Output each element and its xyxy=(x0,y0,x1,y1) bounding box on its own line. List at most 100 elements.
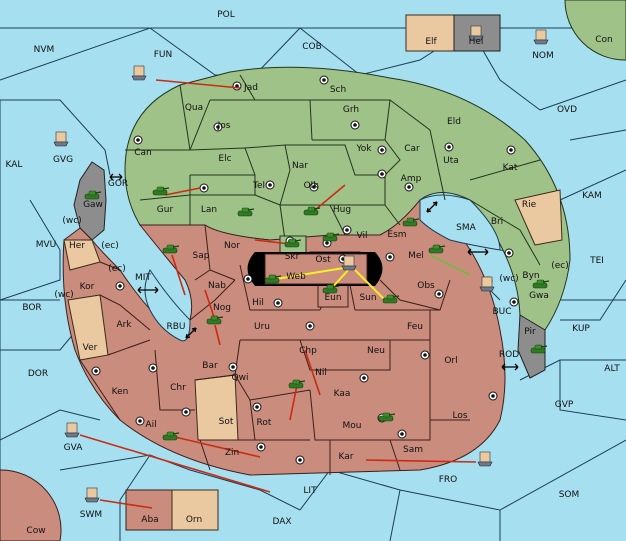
label-qua: Qua xyxy=(185,103,203,113)
label-ail: Ail xyxy=(145,420,156,430)
label-gvp: GVP xyxy=(555,400,574,410)
label-som: SOM xyxy=(559,490,580,500)
label-orn: Orn xyxy=(186,515,202,525)
label-rot: Rot xyxy=(257,418,272,428)
label-ark: Ark xyxy=(116,320,132,330)
fleet-icon[interactable] xyxy=(84,487,100,503)
army-units xyxy=(84,186,550,441)
army-icon[interactable] xyxy=(303,206,321,216)
label-bar: Bar xyxy=(202,361,218,371)
supply-center xyxy=(91,366,101,376)
label-lan: Lan xyxy=(201,205,217,215)
army-icon[interactable] xyxy=(84,190,102,200)
supply-center xyxy=(434,289,444,299)
label-obs: Obs xyxy=(417,281,435,291)
label-nom: NOM xyxy=(532,51,554,61)
army-icon[interactable] xyxy=(206,315,224,325)
supply-center xyxy=(273,298,283,308)
supply-center xyxy=(509,297,519,307)
fleet-icon[interactable] xyxy=(479,276,495,292)
territory-rie[interactable] xyxy=(514,189,563,246)
army-icon[interactable] xyxy=(162,244,180,254)
label-kor: Kor xyxy=(80,282,95,292)
supply-centers xyxy=(91,30,546,465)
label-ec1: (ec) xyxy=(101,241,119,251)
label-wc1: (wc) xyxy=(62,216,81,226)
label-wc2: (wc) xyxy=(54,290,73,300)
label-ovd: OVD xyxy=(557,105,577,115)
army-icon[interactable] xyxy=(402,217,420,227)
supply-center xyxy=(148,363,158,373)
supply-center xyxy=(232,81,242,91)
territory-pir[interactable] xyxy=(517,314,546,379)
fleet-icon[interactable] xyxy=(341,255,357,271)
army-icon[interactable] xyxy=(284,238,302,248)
label-uta: Uta xyxy=(443,156,459,166)
army-icon[interactable] xyxy=(288,379,306,389)
label-nab: Nab xyxy=(208,281,226,291)
label-sun: Sun xyxy=(359,293,376,303)
label-ec2: (ec) xyxy=(108,264,126,274)
fleet-icon[interactable] xyxy=(131,65,147,81)
south-borders xyxy=(79,224,470,475)
army-icon[interactable] xyxy=(152,186,170,196)
label-ken: Ken xyxy=(112,387,129,397)
label-con: Con xyxy=(595,35,613,45)
territory-elf[interactable] xyxy=(405,14,455,52)
fleet-icon[interactable] xyxy=(64,422,80,438)
supply-center xyxy=(506,145,516,155)
label-hel: Hel xyxy=(469,37,484,47)
label-nog: Nog xyxy=(213,303,231,313)
army-icon[interactable] xyxy=(322,232,340,242)
label-cow: Cow xyxy=(26,526,45,536)
army-icon[interactable] xyxy=(532,279,550,289)
sea-sma xyxy=(419,194,501,251)
fleet-units xyxy=(53,25,549,503)
fleet-icon[interactable] xyxy=(468,25,484,41)
label-neu: Neu xyxy=(367,346,385,356)
label-gwa: Gwa xyxy=(529,291,549,301)
fleet-icon[interactable] xyxy=(53,131,69,147)
supply-center xyxy=(228,362,238,372)
label-kal: KAL xyxy=(6,160,23,170)
army-icon[interactable] xyxy=(530,344,548,354)
label-eun: Eun xyxy=(324,293,341,303)
army-icon[interactable] xyxy=(322,284,340,294)
army-icon[interactable] xyxy=(162,431,180,441)
label-byn: Byn xyxy=(522,271,539,281)
label-jad: Jad xyxy=(243,83,258,93)
label-sap: Sap xyxy=(193,251,210,261)
territory-cow[interactable] xyxy=(0,469,62,541)
label-her: Her xyxy=(69,241,85,251)
army-icon[interactable] xyxy=(237,207,255,217)
army-icon[interactable] xyxy=(382,294,400,304)
supply-center xyxy=(319,75,329,85)
label-los: Los xyxy=(452,411,467,421)
supply-center xyxy=(252,402,262,412)
label-kam: KAM xyxy=(582,191,602,201)
fleet-icon[interactable] xyxy=(477,451,493,467)
fleet-icon[interactable] xyxy=(533,29,549,45)
label-uru: Uru xyxy=(254,322,270,332)
territory-sot[interactable] xyxy=(194,374,239,441)
label-jos: Jos xyxy=(217,121,231,131)
label-mou: Mou xyxy=(343,421,362,431)
label-kup: KUP xyxy=(572,324,590,334)
label-ost: Ost xyxy=(315,255,331,265)
label-buc: BUC xyxy=(492,307,511,317)
territory-aba[interactable] xyxy=(125,489,173,531)
supply-center xyxy=(350,120,360,130)
army-icon[interactable] xyxy=(428,244,446,254)
label-gaw: Gaw xyxy=(83,200,103,210)
territory-con[interactable] xyxy=(564,0,626,61)
label-tel: Tel xyxy=(252,181,265,191)
label-feu: Feu xyxy=(407,322,423,332)
label-sch: Sch xyxy=(330,85,346,95)
army-icon[interactable] xyxy=(264,274,282,284)
supply-center xyxy=(133,135,143,145)
label-rbu: RBU xyxy=(166,322,185,332)
army-icon[interactable] xyxy=(378,412,396,422)
territory-orn[interactable] xyxy=(171,489,219,531)
